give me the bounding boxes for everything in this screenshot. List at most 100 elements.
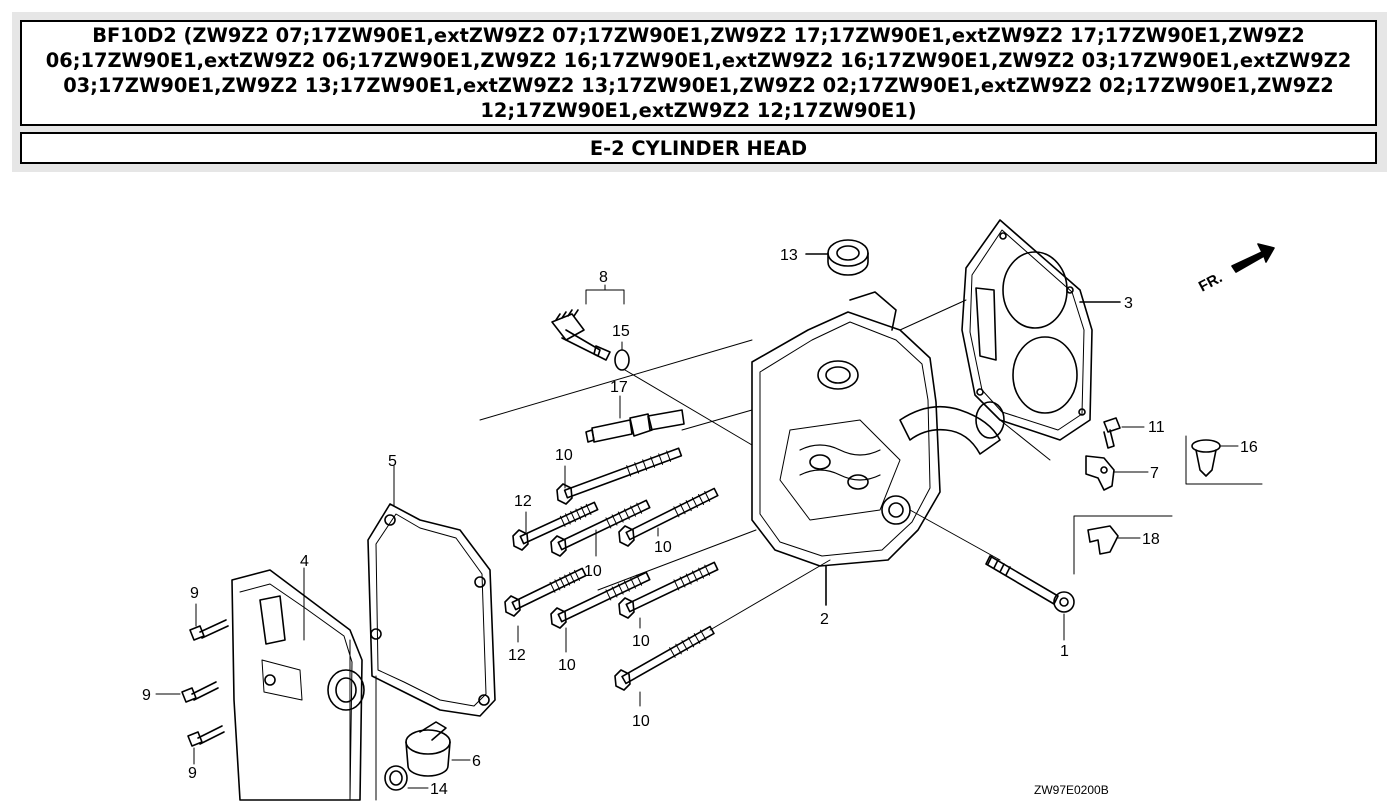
bolt-thread [642,459,648,471]
bolt-thread [675,643,682,655]
bolt-thread [605,589,612,601]
bolt-thread [549,581,556,593]
bolt-thread [630,577,636,589]
bolt-thread [681,640,688,651]
bolt-thread [630,505,636,517]
callout-3: 3 [1124,295,1133,312]
filler-washer-part[interactable] [384,765,408,791]
header-panel: BF10D2 (ZW9Z2 07;17ZW90E1,extZW9Z2 07;17… [12,12,1387,172]
bolt-thread [626,465,632,477]
frame-18 [1073,515,1173,575]
callout-1: 1 [1060,643,1069,660]
head-bolt-head [512,529,529,551]
callout-6: 6 [472,753,481,770]
head-bolt-shank [563,447,683,499]
bolt-thread [704,564,711,576]
callout-18: 18 [1142,531,1160,548]
callout-9c: 9 [188,765,197,782]
spark-plug-part[interactable] [585,409,685,443]
head-bolt-shank [557,571,651,623]
head-bolt-head [618,597,635,619]
bolt-thread [636,502,643,514]
head-bolt-head [618,525,635,547]
bolt-thread [685,573,692,585]
bracket-part[interactable] [1085,455,1115,491]
oil-filler-cap-part[interactable] [405,721,451,777]
bolt-thread [575,508,582,520]
head-bolt-head [550,535,567,557]
front-direction-arrow [1231,243,1275,273]
callout-12b: 12 [508,647,526,664]
head-bolt-shank [625,561,719,613]
bolt-thread [673,579,680,591]
bolt-thread [585,503,592,515]
bolt-thread [559,577,566,589]
callout-13: 13 [780,247,798,264]
bolt-thread [623,508,630,520]
callout-8: 8 [599,269,608,286]
head-bolt-shank [625,487,719,541]
bolt-thread [611,514,618,526]
drawing-code: ZW97E0200B [1034,783,1109,797]
callout-12a: 12 [514,493,532,510]
cover-bolt-part[interactable] [181,619,229,747]
callout-9b: 9 [142,687,151,704]
callout-15: 15 [612,323,630,340]
frame-4 [349,639,377,801]
head-bolt-head [556,483,573,505]
bolt-thread [650,456,656,468]
callout-17: 17 [610,379,628,396]
bolt-thread [636,574,643,586]
clamp-part[interactable] [1087,525,1119,555]
bolt-thread [580,506,587,518]
callout-5: 5 [388,453,397,470]
bolt-thread [564,574,571,586]
bolt-thread [611,586,618,598]
callout-2: 2 [820,611,829,628]
bolt-thread [554,579,561,591]
bolt-thread [679,503,686,515]
parts-diagram: 1 2 3 4 5 6 7 8 9 9 9 10 10 10 10 10 10 … [142,219,1275,801]
bolt-thread [658,453,664,465]
bolt-thread [570,510,576,523]
callout-16: 16 [1240,439,1258,456]
bolt-thread [698,493,705,505]
bolt-thread [605,517,612,529]
frame-16 [1185,435,1263,485]
bolt-thread [699,629,707,641]
callout-11: 11 [1148,419,1165,436]
bolt-thread [617,583,624,595]
callout-7: 7 [1150,465,1159,482]
bolt-thread [666,450,672,462]
bolt-thread [617,511,624,523]
head-cover-part[interactable] [231,569,365,801]
head-bolt-head [504,595,521,617]
oil-seal-part[interactable] [827,239,869,276]
sensor-washer-part[interactable] [614,349,630,371]
callout-10c: 10 [584,563,602,580]
bolt-thread [569,572,576,584]
bolt-thread [559,515,566,527]
guide-lines [479,299,1051,631]
head-bolt-shank [511,567,587,611]
bracket-bolt-part[interactable] [1103,417,1121,449]
long-bolt-part[interactable] [985,555,1075,613]
bolt-group[interactable] [504,447,719,707]
cylinder-head-part[interactable] [751,291,1005,567]
bolt-thread [565,513,571,525]
callout-10b: 10 [654,539,672,556]
bolt-thread [691,570,698,582]
callout-10e: 10 [558,657,576,674]
bolt-thread [687,636,695,648]
bolt-thread [693,633,701,644]
section-title: E-2 CYLINDER HEAD [20,132,1377,164]
head-bolt-shank [519,501,599,545]
head-bolt-head [550,607,567,629]
cover-gasket-part[interactable] [367,503,496,717]
bolt-thread [574,569,580,581]
bolt-thread [673,506,680,518]
temperature-sensor-part[interactable] [551,309,611,361]
clip-part[interactable] [1191,439,1221,477]
head-gasket-part[interactable] [961,219,1093,441]
callout-9a: 9 [190,585,199,602]
